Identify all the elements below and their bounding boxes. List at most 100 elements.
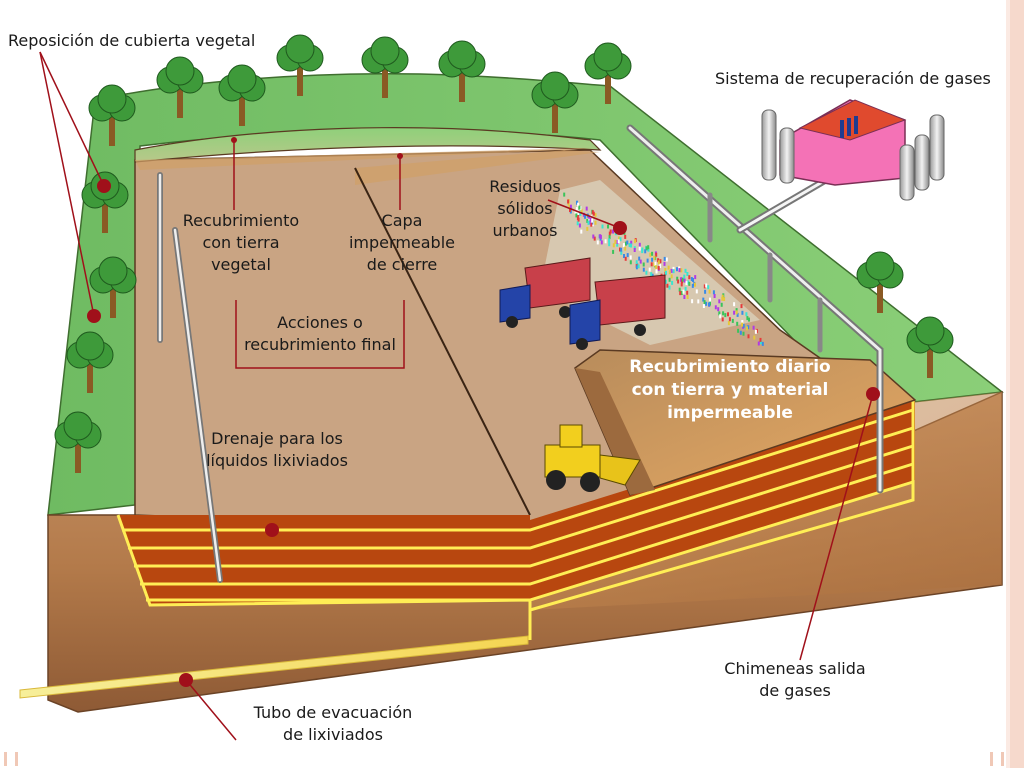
waste-speck [694, 282, 696, 287]
waste-speck [639, 259, 642, 264]
waste-speck [692, 278, 694, 282]
waste-speck [728, 317, 731, 322]
waste-speck [686, 272, 689, 276]
waste-speck [626, 253, 629, 258]
tree [276, 34, 324, 96]
waste-speck [681, 277, 684, 282]
waste-speck [586, 218, 589, 223]
corner-mark-left [4, 752, 18, 766]
waste-speck [720, 302, 723, 307]
waste-speck [679, 291, 682, 296]
waste-speck [704, 289, 707, 294]
waste-speck [647, 247, 650, 252]
waste-speck [671, 280, 674, 285]
waste-speck [591, 218, 594, 223]
drain-lines [116, 400, 915, 640]
waste-speck [617, 239, 620, 244]
waste-speck [665, 270, 667, 275]
waste-speck [653, 262, 656, 267]
waste-speck [654, 261, 657, 266]
waste-speck [577, 202, 580, 207]
waste-speck [708, 289, 711, 294]
waste-speck [717, 307, 720, 312]
label-chimeneas: Chimeneas salida de gases [724, 659, 866, 700]
waste-speck [665, 257, 668, 262]
waste-speck [612, 249, 615, 254]
waste-speck [576, 200, 578, 205]
waste-speck [608, 238, 611, 243]
waste-speck [609, 229, 612, 234]
label-acciones: Acciones o recubrimiento final [244, 313, 396, 354]
waste-speck [722, 311, 725, 316]
waste-speck [582, 212, 585, 217]
waste-speck [686, 295, 689, 299]
waste-speck [625, 241, 627, 246]
label-reposicion: Reposición de cubierta vegetal [8, 31, 256, 50]
waste-speck [600, 240, 603, 245]
leachate-evacuation-tube [19, 635, 529, 699]
tree [531, 71, 579, 133]
tree [88, 84, 136, 146]
waste-speck [753, 335, 756, 340]
waste-speck [650, 272, 653, 277]
waste-speck [651, 251, 654, 256]
waste-speck [663, 256, 666, 261]
waste-speck [633, 248, 636, 252]
waste-speck [594, 220, 597, 225]
waste-speck [638, 246, 641, 251]
waste-speck [688, 275, 691, 280]
waste-speck [683, 274, 686, 279]
waste-speck [742, 331, 745, 336]
waste-speck [678, 287, 681, 292]
waste-speck [651, 257, 654, 262]
waste-speck [676, 276, 679, 281]
waste-speck [655, 265, 658, 270]
waste-speck [713, 294, 716, 298]
waste-speck [642, 262, 645, 267]
waste-speck [655, 252, 658, 257]
waste-speck [736, 312, 739, 317]
waste-speck [745, 312, 748, 317]
waste-speck [620, 247, 623, 252]
waste-speck [686, 290, 689, 295]
tree [66, 331, 114, 393]
waste-speck [688, 281, 691, 286]
waste-speck [630, 243, 633, 248]
waste-speck [691, 299, 694, 304]
waste-speck [676, 267, 678, 272]
waste-speck [629, 260, 632, 265]
waste-speck [586, 226, 589, 231]
waste-speck [709, 297, 711, 302]
leader-lines [39, 51, 874, 741]
waste-speck [761, 341, 764, 346]
waste-speck [569, 208, 571, 212]
waste-speck [616, 240, 619, 244]
waste-speck [712, 290, 715, 295]
label-capa-impermeable: Capa impermeable de cierre [348, 211, 455, 274]
waste-speck [746, 316, 749, 321]
waste-speck [645, 270, 648, 275]
waste-speck [575, 207, 578, 212]
waste-speck [604, 239, 607, 244]
page-side-strip [1006, 0, 1024, 768]
waste-speck [587, 220, 590, 225]
waste-speck [736, 321, 739, 326]
waste-speck [576, 216, 579, 221]
waste-speck [747, 325, 750, 330]
waste-speck [578, 223, 581, 228]
label-sistema-gases: Sistema de recuperación de gases [715, 69, 991, 88]
waste-speck [739, 330, 742, 335]
waste-speck [754, 329, 757, 334]
waste-speck [727, 312, 729, 317]
waste-speck [644, 249, 647, 254]
waste-speck [608, 231, 611, 236]
waste-speck [657, 260, 660, 265]
waste-speck [667, 265, 670, 270]
waste-speck [563, 192, 566, 197]
waste-speck [741, 320, 744, 324]
waste-speck [578, 205, 581, 210]
waste-speck [747, 334, 750, 339]
waste-speck [735, 310, 738, 315]
waste-speck [608, 235, 611, 240]
